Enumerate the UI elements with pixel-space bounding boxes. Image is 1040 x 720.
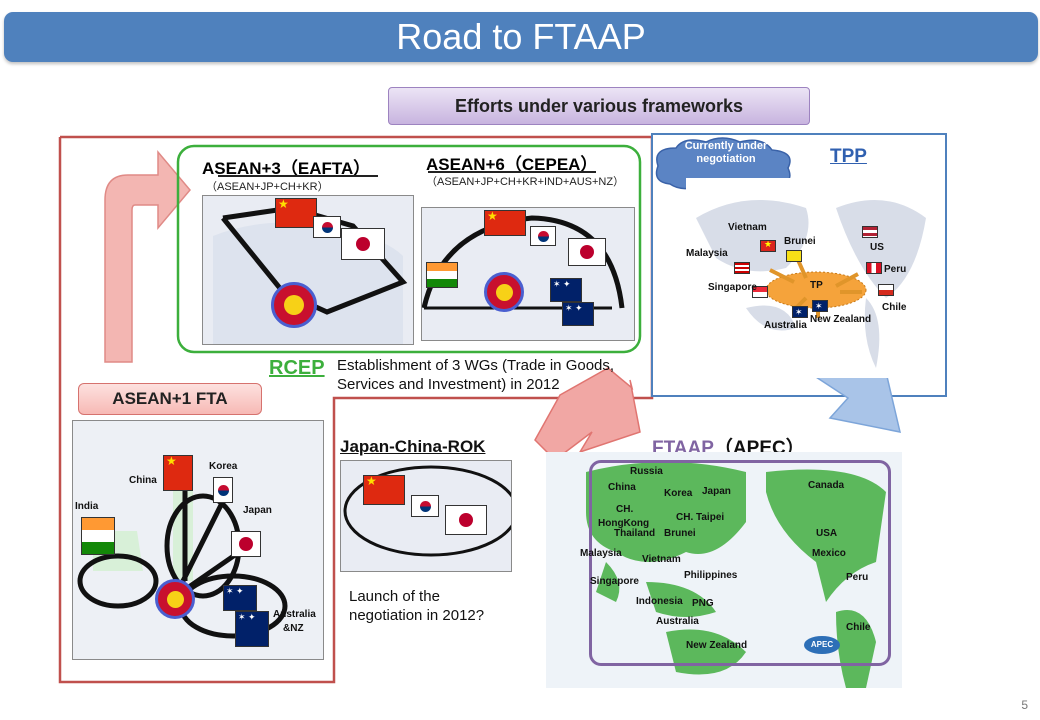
asean-logo-icon (271, 282, 317, 328)
nz-flag-icon (235, 611, 269, 647)
cepea-members: （ASEAN+JP+CH+KR+IND+AUS+NZ） (426, 176, 625, 188)
philippines-label: Philippines (684, 570, 738, 581)
nz-flag-icon (812, 300, 828, 312)
australia-flag-icon (550, 278, 582, 302)
nz-label: &NZ (283, 623, 304, 634)
slide-title: Road to FTAAP (4, 12, 1038, 62)
rcep-frame (176, 144, 642, 354)
china-flag-icon (163, 455, 193, 491)
nz-flag-icon (562, 302, 594, 326)
vietnam-label: Vietnam (642, 554, 681, 565)
korea-label: Korea (664, 488, 693, 499)
vietnam-flag-icon (760, 240, 776, 252)
korea-flag-icon (313, 216, 341, 238)
ch-taipei-label: CH. Taipei (676, 512, 725, 523)
apec-logo-icon: APEC (804, 636, 840, 654)
tp-label: TP (810, 280, 823, 291)
chile-label: Chile (846, 622, 871, 633)
chile-label: Chile (882, 302, 907, 313)
korea-flag-icon (213, 477, 233, 503)
vietnam-label: Vietnam (728, 222, 767, 233)
indonesia-label: Indonesia (636, 596, 683, 607)
pink-up-arrow (104, 149, 191, 363)
cepea-map (421, 207, 635, 341)
australia-label: Australia (273, 609, 316, 620)
china-label: China (608, 482, 636, 493)
us-flag-icon (862, 226, 878, 238)
japan-flag-icon (445, 505, 487, 535)
asean-plus-one-map: China Korea India Japan Australia &NZ (72, 420, 324, 660)
asean-logo-icon (484, 272, 524, 312)
australia-label: Australia (656, 616, 699, 627)
rcep-label: RCEP (269, 357, 325, 379)
eafta-map (202, 195, 414, 345)
peru-label: Peru (846, 572, 869, 583)
peru-label: Peru (884, 264, 907, 275)
india-flag-icon (426, 262, 458, 288)
ftaap-frame (589, 460, 891, 666)
malaysia-label: Malaysia (580, 548, 622, 559)
brunei-flag-icon (786, 250, 802, 262)
tpp-map: TP Vietnam Brunei Malaysia US Peru Singa… (686, 178, 936, 378)
rcep-note: Establishment of 3 WGs (Trade in Goods, … (337, 357, 615, 393)
australia-label: Australia (764, 320, 807, 331)
us-label: US (870, 242, 884, 253)
china-flag-icon (363, 475, 405, 505)
india-label: India (75, 501, 99, 512)
asean-plus-one-label: ASEAN+1 FTA (78, 383, 262, 415)
chile-flag-icon (878, 284, 894, 296)
efforts-banner: Efforts under various frameworks (388, 87, 810, 125)
china-flag-icon (484, 210, 526, 236)
asean-logo-icon (155, 579, 195, 619)
peru-flag-icon (866, 262, 882, 274)
eafta-members: （ASEAN+JP+CH+KR） (206, 181, 329, 193)
canada-label: Canada (808, 480, 845, 491)
ch-hk-label-2: HongKong (598, 518, 650, 529)
nz-label: New Zealand (810, 314, 872, 325)
malaysia-flag-icon (734, 262, 750, 274)
japan-flag-icon (341, 228, 385, 260)
korea-label: Korea (209, 461, 238, 472)
pink-arrow-to-ftaap (534, 367, 641, 461)
japan-label: Japan (702, 486, 731, 497)
korea-flag-icon (530, 226, 556, 246)
cepea-title: ASEAN+6（CEPEA） (426, 155, 598, 174)
australia-flag-icon (223, 585, 257, 611)
eafta-title: ASEAN+3（EAFTA） (202, 159, 371, 178)
brunei-label: Brunei (664, 528, 696, 539)
jcr-note: Launch of the negotiation in 2012? (349, 588, 485, 624)
new-zealand-label: New Zealand (686, 640, 748, 651)
japan-flag-icon (568, 238, 606, 266)
ftaap-map: Russia China Korea Japan CH. HongKong Th… (546, 452, 902, 688)
jcr-title: Japan-China-ROK (340, 437, 486, 456)
tpp-title: TPP (830, 146, 867, 167)
korea-flag-icon (411, 495, 439, 517)
singapore-label: Singapore (590, 576, 639, 587)
brunei-label: Brunei (784, 236, 816, 247)
mexico-label: Mexico (812, 548, 846, 559)
japan-label: Japan (243, 505, 272, 516)
malaysia-label: Malaysia (686, 248, 728, 259)
negotiation-cloud-text: Currently under negotiation (684, 140, 768, 165)
india-flag-icon (81, 517, 115, 555)
usa-label: USA (816, 528, 838, 539)
singapore-label: Singapore (708, 282, 757, 293)
china-flag-icon (275, 198, 317, 228)
thailand-label: Thailand (614, 528, 656, 539)
japan-flag-icon (231, 531, 261, 557)
jcr-map (340, 460, 512, 572)
png-label: PNG (692, 598, 714, 609)
australia-flag-icon (792, 306, 808, 318)
page-number: 5 (1021, 698, 1028, 712)
singapore-flag-icon (752, 286, 768, 298)
china-label: China (129, 475, 157, 486)
russia-label: Russia (630, 466, 663, 477)
ch-hk-label-1: CH. (616, 504, 634, 515)
